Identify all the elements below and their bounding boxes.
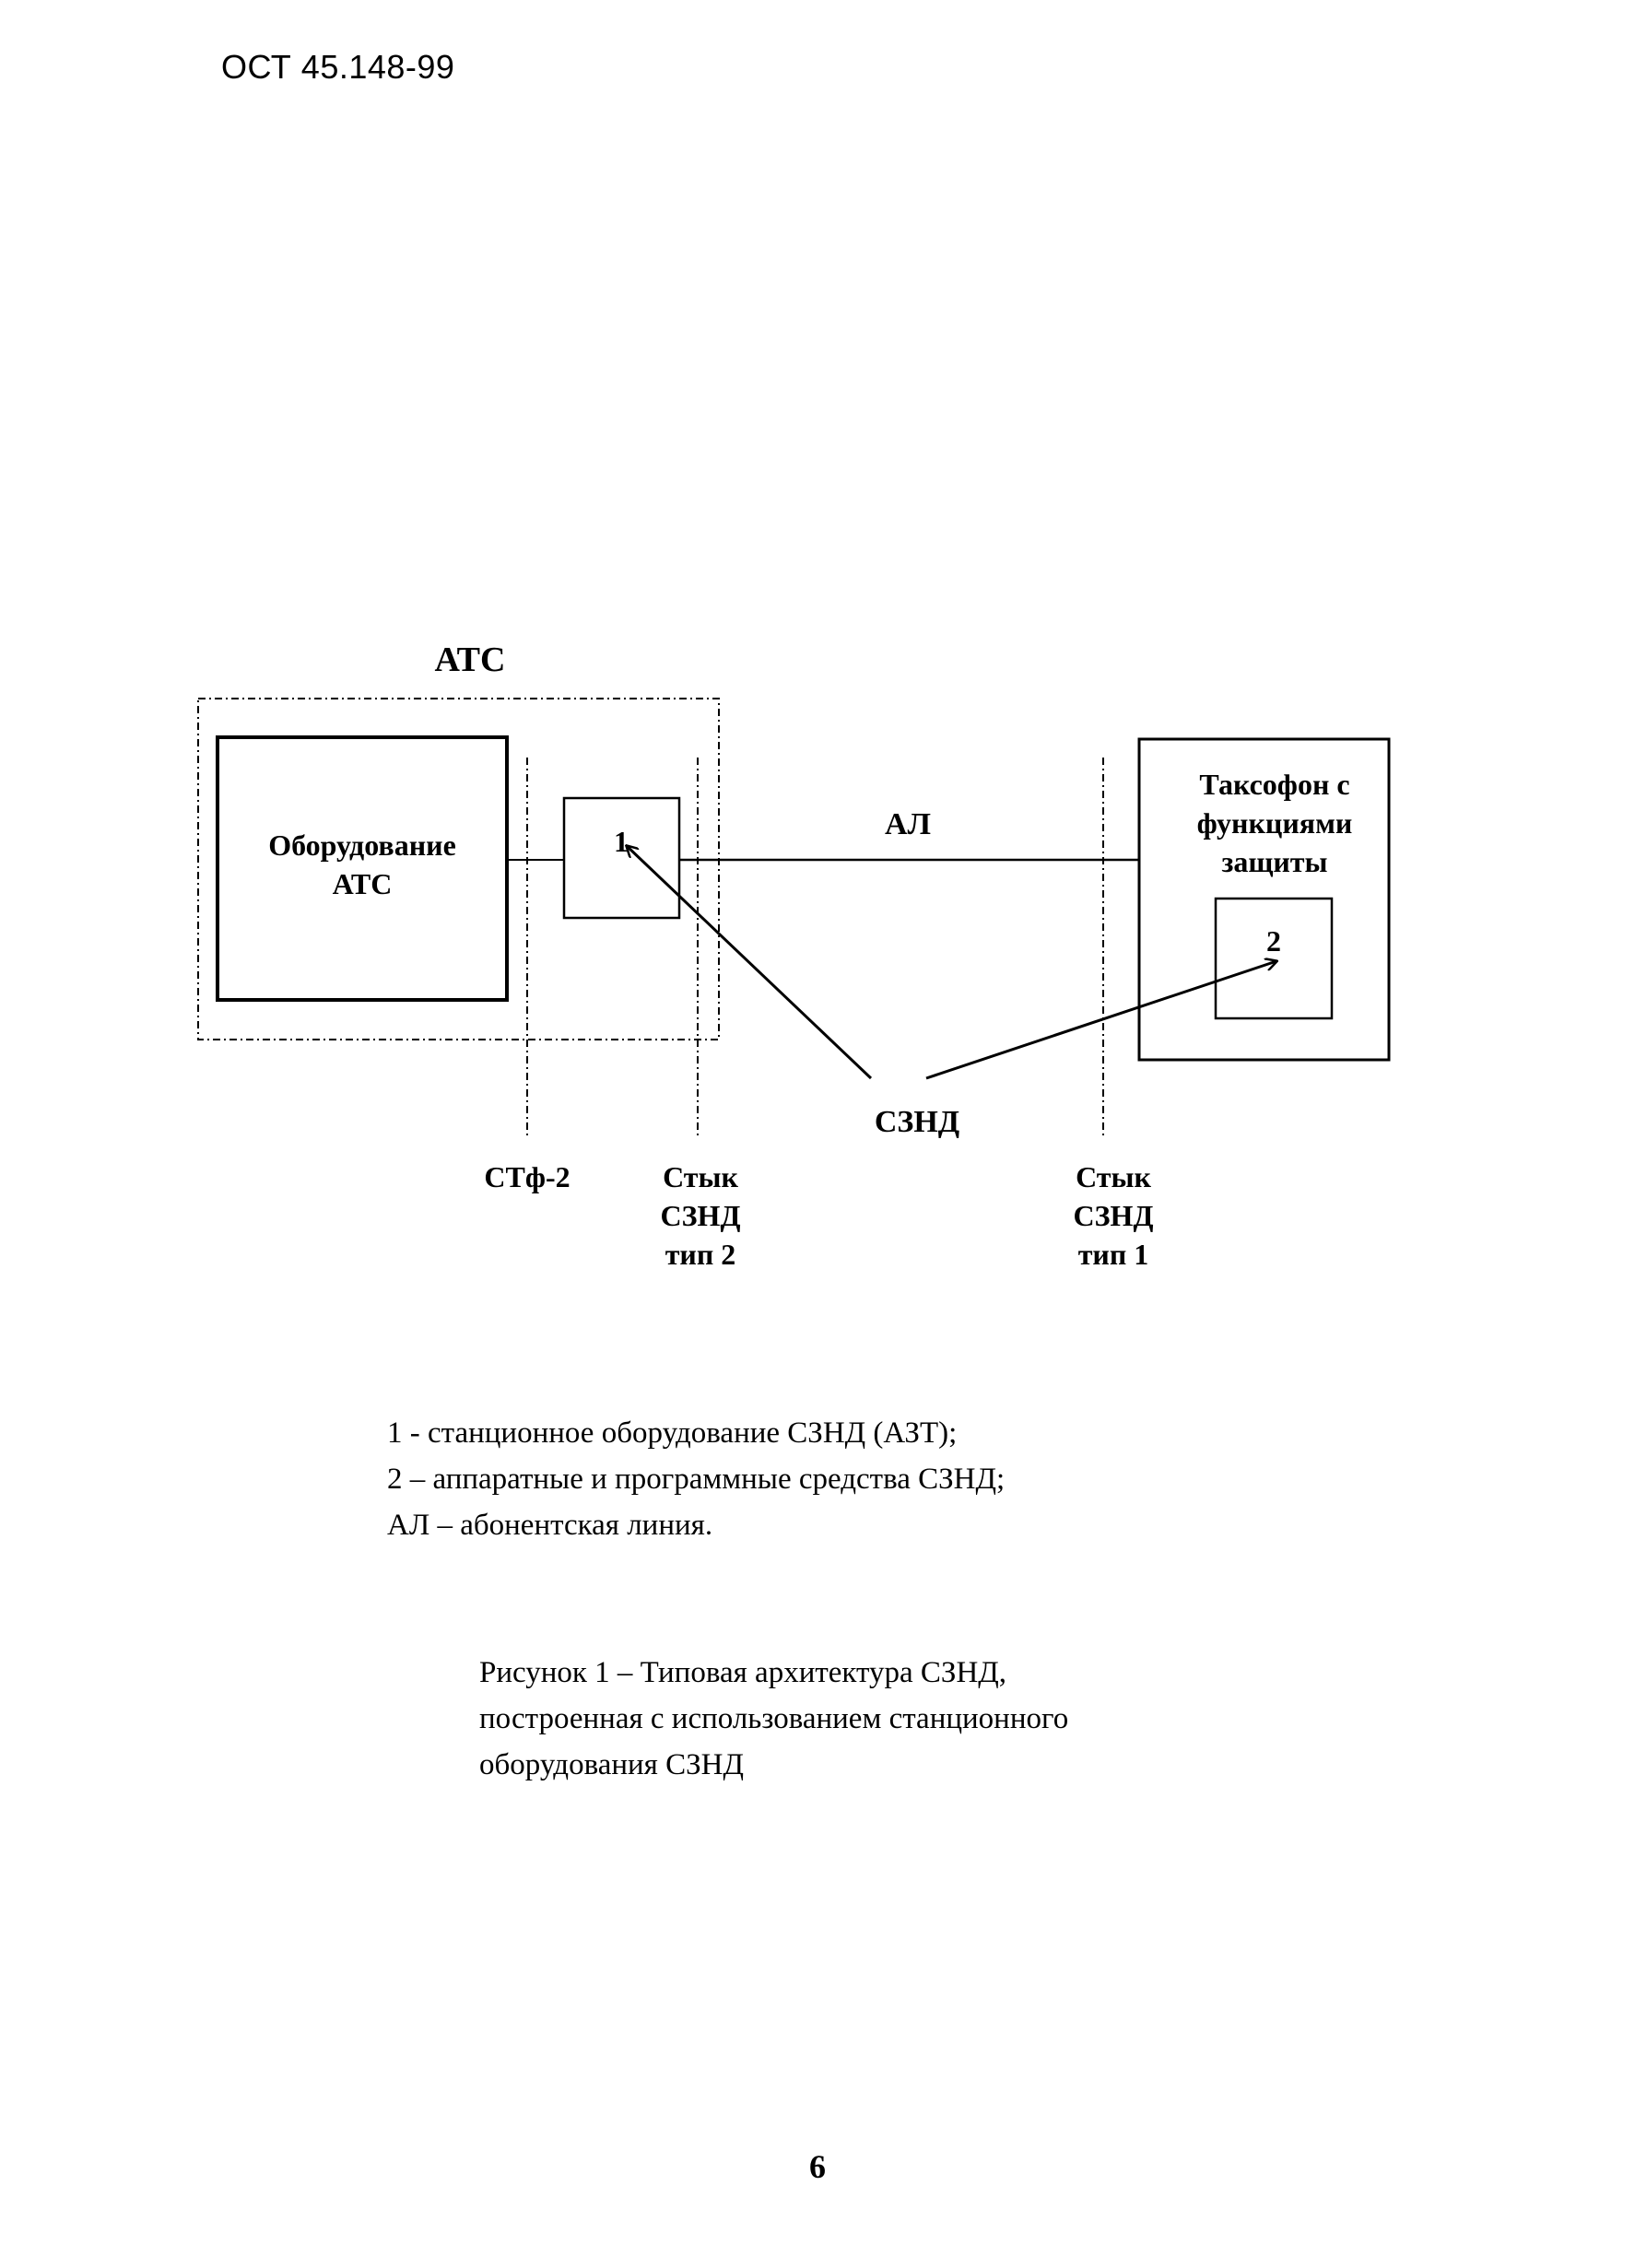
caption-line: построенная с использованием станционног… — [479, 1702, 1069, 1735]
sznd-label: СЗНД — [875, 1105, 959, 1139]
ats-equipment-box — [216, 735, 509, 1002]
joint-type-2-label-line1: Стык — [663, 1160, 738, 1193]
hardware-software-box-2 — [1214, 897, 1334, 1020]
arrow-to-box2 — [925, 961, 1276, 1080]
joint-type-2-label-line3: тип 2 — [665, 1238, 736, 1271]
joint-type-1-label-line1: Стык — [1076, 1160, 1151, 1193]
stf-2-label: СТф-2 — [484, 1160, 570, 1193]
joint-type-1-label-line2: СЗНД — [1074, 1199, 1154, 1232]
legend: 1 - станционное оборудование СЗНД (АЗТ);… — [387, 1410, 1005, 1548]
ats-equipment-label-line2: АТС — [333, 867, 393, 900]
architecture-diagram: АТС Оборудование АТС 1 АЛ Таксофон с фун… — [197, 640, 1391, 1271]
page-number: 6 — [809, 2148, 826, 2185]
payphone-label-line3: защиты — [1221, 845, 1327, 878]
payphone-box — [1137, 737, 1391, 1062]
arrow-to-box1 — [627, 846, 873, 1080]
legend-item: 2 – аппаратные и программные средства СЗ… — [387, 1463, 1006, 1496]
joint-type-1-label-line3: тип 1 — [1078, 1238, 1149, 1271]
caption-line: Рисунок 1 – Типовая архитектура СЗНД, — [479, 1656, 1007, 1689]
ats-dashed-boundary — [197, 698, 720, 1040]
payphone-label-line1: Таксофон с — [1199, 768, 1349, 801]
payphone-label-line2: функциями — [1197, 806, 1353, 840]
box-2-label: 2 — [1266, 924, 1281, 958]
legend-item: 1 - станционное оборудование СЗНД (АЗТ); — [387, 1416, 958, 1450]
legend-item: АЛ – абонентская линия. — [387, 1509, 713, 1542]
figure-caption: Рисунок 1 – Типовая архитектура СЗНД, по… — [479, 1650, 1068, 1788]
joint-type-2-label-line2: СЗНД — [661, 1199, 741, 1232]
ats-label: АТС — [435, 640, 506, 679]
al-label: АЛ — [885, 807, 931, 841]
document-code: ОСТ 45.148-99 — [221, 48, 455, 86]
box-1-label: 1 — [614, 825, 629, 858]
caption-line: оборудования СЗНД — [479, 1748, 744, 1781]
ats-equipment-label-line1: Оборудование — [268, 828, 456, 862]
station-equipment-box-1 — [562, 796, 681, 920]
